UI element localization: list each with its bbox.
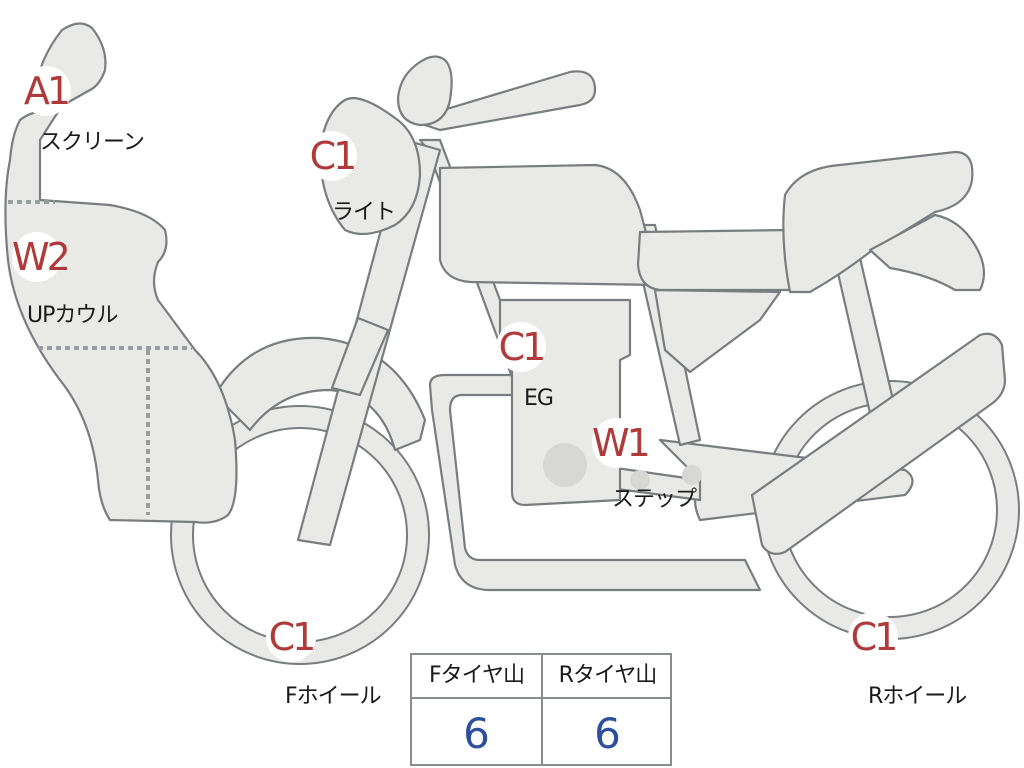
step-label: ステップ — [612, 487, 697, 512]
handlebar-shape — [408, 70, 597, 132]
tire-tread-table: Fタイヤ山 Rタイヤ山 6 6 — [410, 653, 672, 766]
front-tire-value[interactable]: 6 — [463, 709, 490, 758]
engine-cover — [543, 443, 587, 487]
step-peg-shape-2 — [682, 465, 702, 485]
light-label: ライト — [332, 200, 396, 225]
rear-tire-header: Rタイヤ山 — [558, 663, 658, 688]
rear-seat-shape — [782, 150, 974, 294]
tail-shape — [868, 213, 986, 292]
rear-wheel-grade-badge[interactable]: C1 — [848, 612, 898, 662]
front-wheel-grade-badge[interactable]: C1 — [266, 612, 316, 662]
front-wheel-label: Fホイール — [285, 684, 382, 709]
step-peg-shape — [630, 470, 650, 490]
exhaust-shape — [428, 373, 762, 592]
upper-cowl-shape — [4, 109, 238, 524]
mirror-shape — [396, 55, 453, 127]
upper-cowl-label: UPカウル — [27, 303, 118, 328]
rear-wheel-label: Rホイール — [868, 684, 967, 709]
upper-cowl-grade-badge[interactable]: W2 — [12, 232, 71, 282]
engine-label: EG — [524, 386, 554, 411]
screen-grade-badge[interactable]: A1 — [21, 66, 71, 116]
rear-bar-shape — [750, 332, 1007, 555]
table-divider-vertical — [541, 655, 543, 764]
step-grade-badge[interactable]: W1 — [592, 418, 651, 468]
engine-grade-badge[interactable]: C1 — [496, 322, 546, 372]
fork-cover-shape — [330, 316, 390, 397]
fuel-tank-shape — [438, 163, 662, 287]
seat-shape — [636, 228, 807, 292]
side-cover-shape — [653, 288, 782, 374]
rear-tire-value[interactable]: 6 — [594, 709, 621, 758]
light-grade-badge[interactable]: C1 — [307, 131, 357, 181]
screen-label: スクリーン — [40, 130, 145, 155]
front-tire-header: Fタイヤ山 — [429, 663, 525, 688]
